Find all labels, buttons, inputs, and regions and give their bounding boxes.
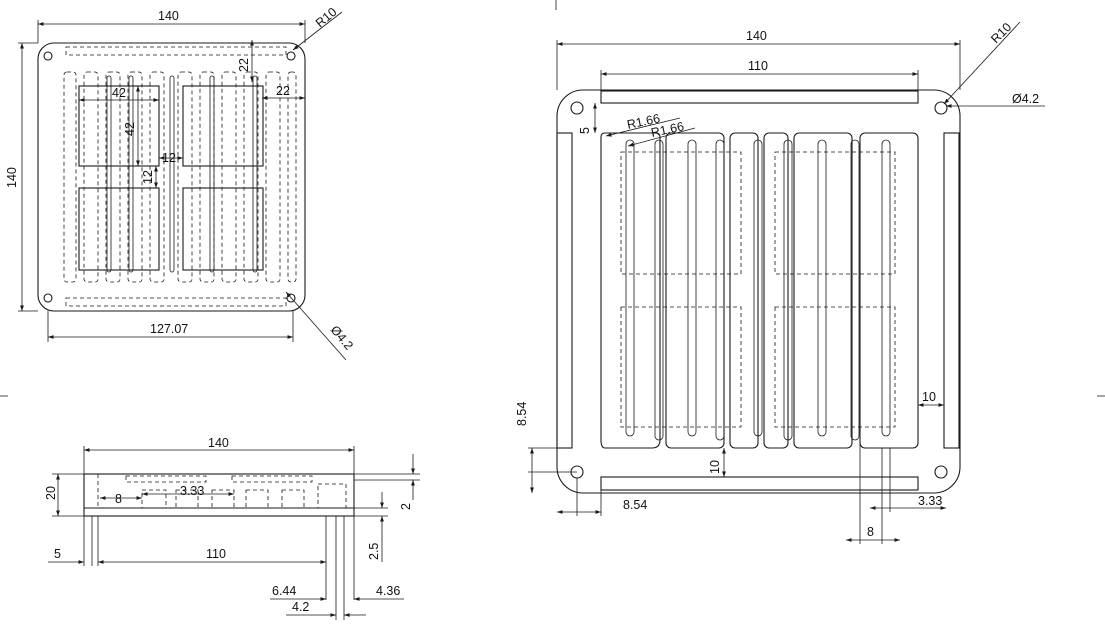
dim-cell-width: 42 — [112, 86, 126, 100]
dim-height: 140 — [5, 167, 19, 188]
side-view: 140 20 2 8 3.33 2.5 5 110 6.44 — [44, 436, 420, 620]
channel-blocks — [600, 132, 919, 449]
mount-hole — [934, 101, 948, 115]
body-outline — [83, 473, 355, 517]
dim-bottom: 127.07 — [150, 322, 188, 336]
u-slots — [625, 139, 891, 441]
slots — [106, 75, 258, 273]
dim-hole-offset-vertical: 8.54 — [515, 402, 529, 426]
dim-corner-radius: R10 — [988, 20, 1014, 46]
dim-slot: 3.33 — [180, 484, 204, 498]
hidden-channels — [141, 483, 347, 509]
dim-gap: 5 — [54, 547, 61, 561]
dim-hole-offset-horizontal: 8.54 — [623, 498, 647, 512]
dim-left-margin: 5 — [578, 127, 592, 134]
hidden-channels — [63, 71, 297, 283]
dim-radius-b: R1.66 — [650, 119, 686, 140]
dim-length: 110 — [206, 547, 226, 561]
dim-hole: Ø4.2 — [328, 323, 356, 353]
top-bar-hidden — [65, 46, 287, 56]
dim-left-offset: 6.44 — [272, 584, 296, 598]
bottom-bar — [600, 476, 919, 491]
dim-corner-radius: R10 — [313, 5, 340, 30]
top-bar — [600, 90, 919, 104]
dim-thickness: 2 — [399, 503, 413, 510]
dim-gap-vertical: 12 — [141, 170, 155, 184]
dim-inner-width: 110 — [748, 59, 768, 73]
dim-offset: 8 — [115, 492, 122, 506]
bottom-bar-hidden — [65, 297, 287, 307]
dim-radius-a: R1.66 — [626, 111, 662, 132]
top-right-view: 140 110 R10 Ø4.2 R1.66 R1.66 5 10 10 8.5… — [515, 20, 1045, 544]
dim-gap-horizontal: 12 — [162, 151, 176, 165]
top-left-view: 140 140 R10 127.07 Ø4.2 22 22 42 42 12 1… — [5, 5, 356, 361]
dim-bottom-gap: 10 — [708, 460, 722, 474]
cells — [78, 85, 264, 271]
mount-hole — [43, 293, 53, 303]
dim-hole: Ø4.2 — [1012, 92, 1039, 106]
mount-hole — [286, 51, 296, 61]
dim-width: 140 — [158, 9, 179, 23]
dim-edge-offset-vertical: 22 — [237, 58, 251, 72]
plate-outline — [37, 42, 306, 312]
dim-hole: 4.2 — [292, 600, 309, 614]
mount-hole — [43, 51, 53, 61]
hidden-cells — [620, 151, 896, 428]
dim-edge-offset: 22 — [276, 84, 290, 98]
right-strip — [943, 132, 960, 449]
dim-cell-height: 42 — [123, 122, 137, 136]
dim-width: 140 — [746, 29, 767, 43]
mount-hole — [570, 101, 584, 115]
dim-channel-width: 3.33 — [918, 494, 942, 508]
registration-marks — [0, 0, 1105, 397]
dim-step: 2.5 — [367, 543, 381, 560]
dim-right-margin: 10 — [922, 390, 936, 404]
dim-height: 20 — [44, 486, 58, 500]
dim-width: 140 — [208, 436, 229, 450]
mount-hole — [934, 465, 948, 479]
left-strip — [556, 132, 573, 449]
dim-channel-spacing: 8 — [867, 525, 874, 539]
dim-right-offset: 4.36 — [376, 584, 400, 598]
